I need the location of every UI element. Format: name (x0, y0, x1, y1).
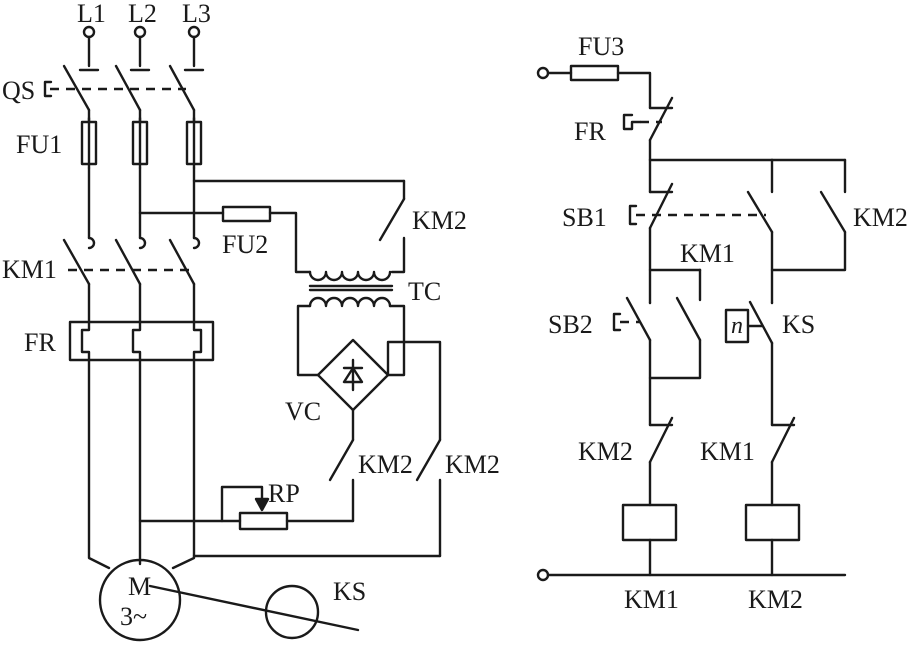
fu2-fuse (221, 205, 312, 274)
main-circuit: L1 L2 L3 QS FU1 KM1 FR FU2 KM2 TC VC KM2… (2, 0, 500, 642)
label-fr-main: FR (24, 328, 56, 357)
fu3-fuse (536, 64, 652, 110)
label-fu1: FU1 (16, 130, 62, 159)
km1-nc-interlock (770, 416, 796, 507)
km2-dc-contacts (328, 438, 442, 558)
fu1-fuses (80, 116, 203, 170)
label-rp: RP (268, 479, 300, 508)
label-km2-nc: KM2 (578, 437, 633, 466)
bottom-rail (536, 568, 847, 582)
km1-main-contacts (62, 236, 201, 324)
label-coil-km2: KM2 (748, 585, 803, 614)
label-sb1: SB1 (562, 203, 607, 232)
label-vc: VC (285, 397, 321, 426)
ks-contact (724, 300, 774, 427)
fr-nc-contact (622, 96, 847, 162)
km2-coil (744, 503, 801, 577)
km2-hold-contact (770, 158, 847, 272)
label-ks-ctrl: KS (782, 310, 815, 339)
label-km2-hold: KM2 (853, 203, 908, 232)
label-km2-tc: KM2 (412, 206, 467, 235)
vc-bridge-rectifier (316, 338, 442, 442)
motor (98, 558, 360, 642)
main-wires-lower (87, 358, 442, 570)
control-circuit: FU3 FR SB1 KM2 KM1 SB2 n KS KM2 KM1 KM1 … (536, 32, 908, 614)
tc-transformer (296, 270, 406, 377)
label-fu2: FU2 (222, 230, 268, 259)
ks-speed-relay (264, 584, 320, 640)
label-km2-a: KM2 (358, 450, 413, 479)
label-km1-nc: KM1 (700, 437, 755, 466)
km1-coil (621, 503, 678, 577)
label-ks-n: n (731, 313, 743, 339)
label-km1-main: KM1 (2, 255, 57, 284)
label-l2: L2 (128, 0, 157, 28)
main-wires-upper (87, 166, 406, 240)
label-qs: QS (2, 76, 35, 105)
label-sb2: SB2 (548, 310, 593, 339)
label-coil-km1: KM1 (624, 585, 679, 614)
label-km1-hold: KM1 (680, 239, 735, 268)
label-l1: L1 (77, 0, 106, 28)
label-l3: L3 (182, 0, 211, 28)
sb2-button (612, 268, 702, 427)
label-ks-main: KS (333, 577, 366, 606)
label-motor-m: M (128, 572, 151, 601)
rp-potentiometer (220, 485, 355, 531)
label-fu3: FU3 (578, 32, 624, 61)
km2-nc-interlock (648, 416, 674, 507)
label-km2-b: KM2 (445, 450, 500, 479)
qs-switch (43, 64, 196, 124)
label-tc: TC (408, 277, 441, 306)
label-motor-phase: 3~ (120, 602, 147, 631)
supply-terminals (78, 25, 205, 72)
label-fr-ctrl: FR (574, 117, 606, 146)
fr-thermal-relay (68, 320, 215, 362)
km2-tc-contact (378, 197, 406, 274)
